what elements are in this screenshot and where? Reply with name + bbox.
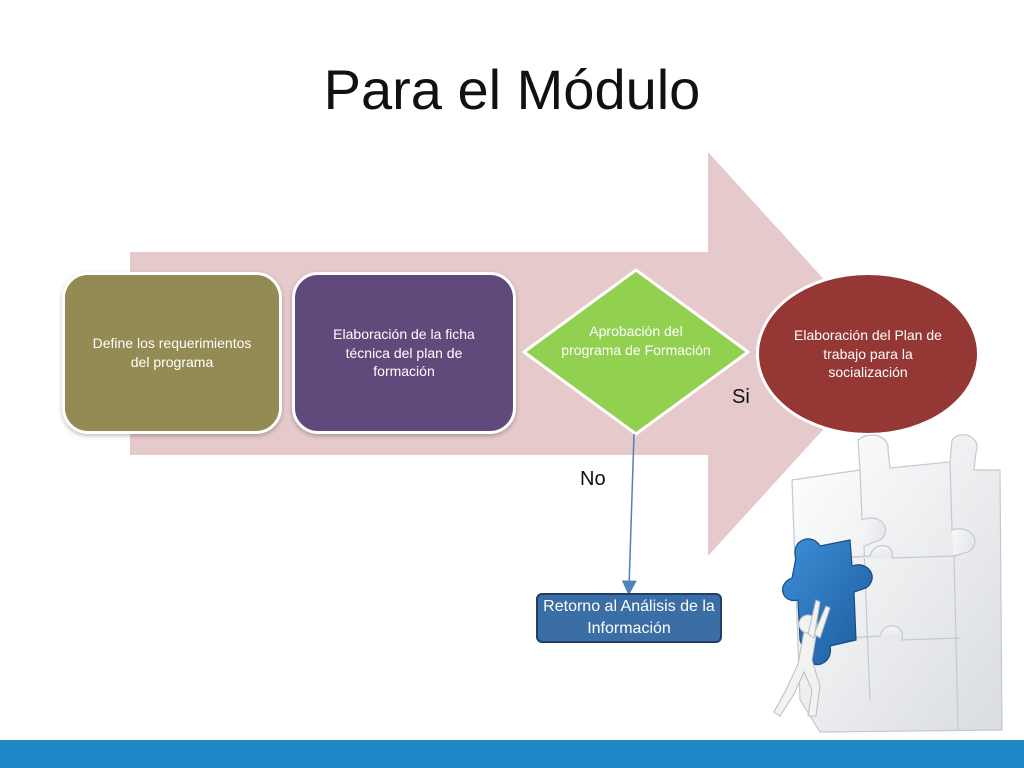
step-define-requirements-label: Define los requerimientos del programa: [92, 335, 252, 370]
step-technical-sheet-label: Elaboración de la ficha técnica del plan…: [333, 325, 475, 380]
no-branch-label: No: [580, 468, 606, 490]
step-technical-sheet: Elaboración de la ficha técnica del plan…: [292, 272, 516, 434]
yes-branch-label: Si: [732, 386, 750, 408]
page-title: Para el Módulo: [323, 58, 701, 121]
step-work-plan-label: Elaboración del Plan de trabajo para la …: [794, 326, 942, 381]
return-analysis-label: Retorno al Análisis de la Información: [543, 598, 715, 637]
footer-accent-bar: [0, 740, 1024, 768]
return-analysis-box: Retorno al Análisis de la Información: [536, 593, 722, 643]
decision-approval-label: Aprobación del programa de Formación: [561, 323, 711, 358]
step-define-requirements: Define los requerimientos del programa: [62, 272, 282, 434]
step-work-plan: Elaboración del Plan de trabajo para la …: [756, 272, 980, 436]
